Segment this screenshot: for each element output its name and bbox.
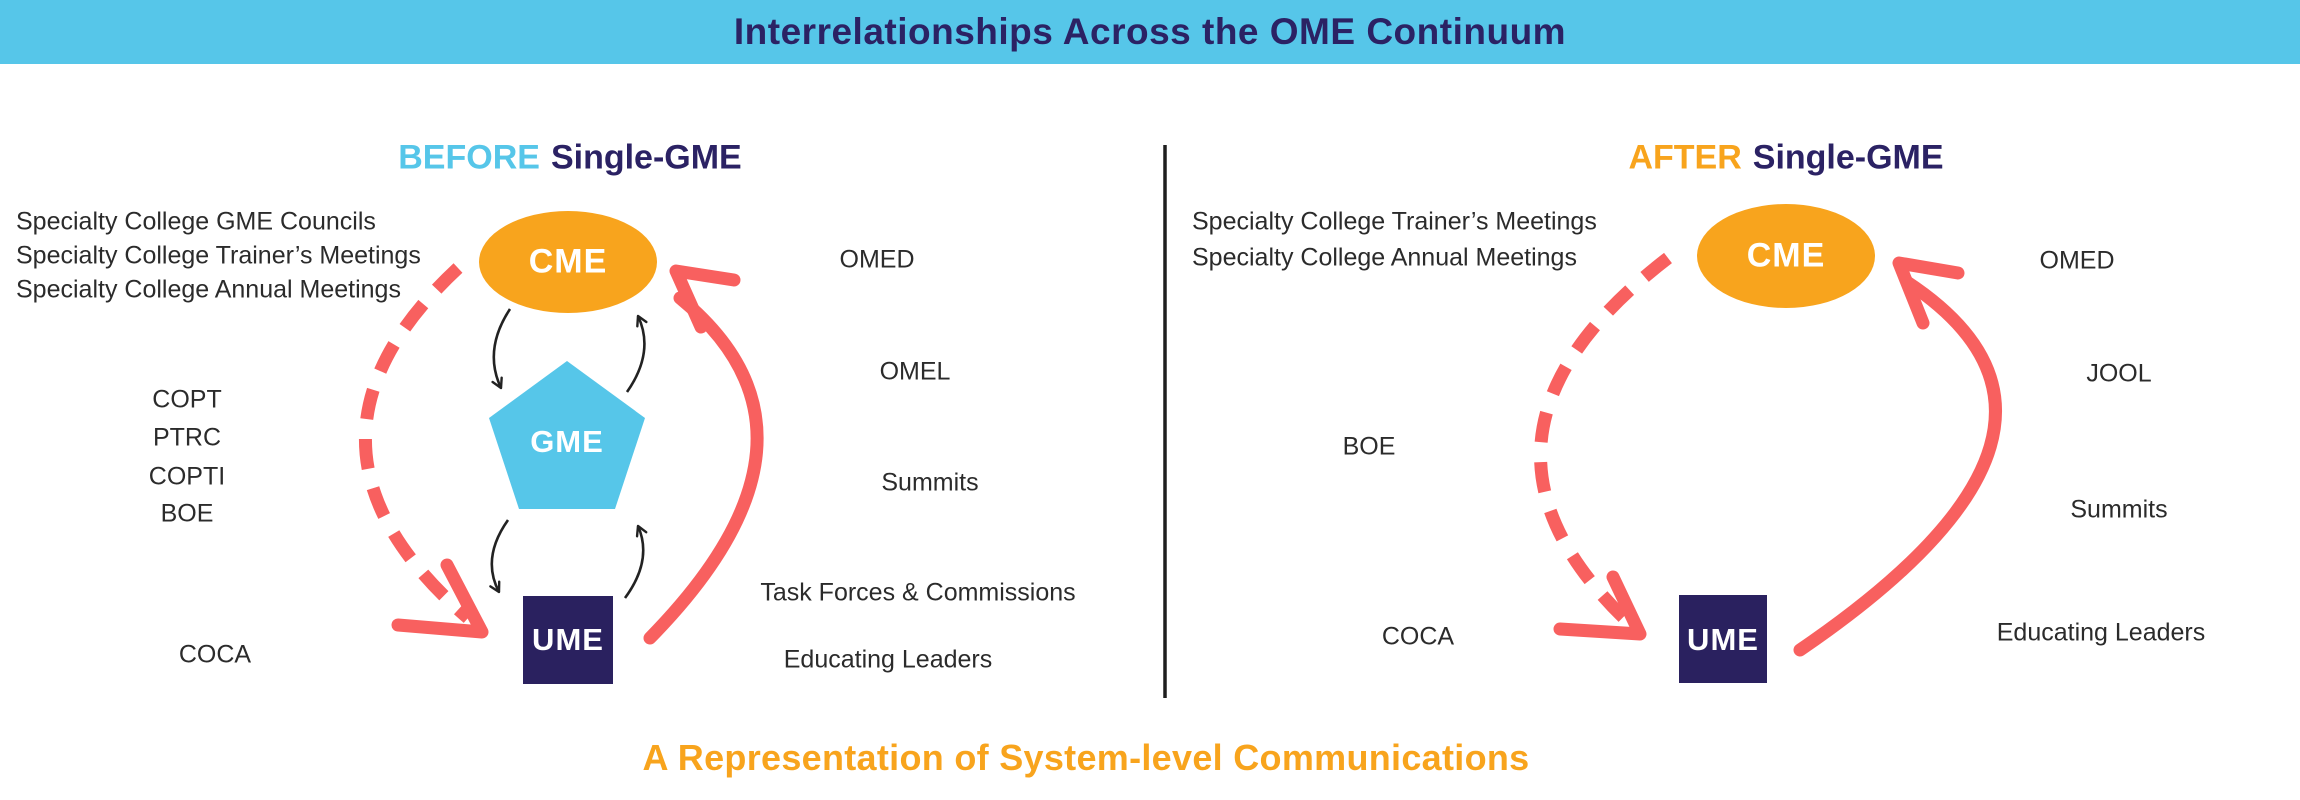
label-specialty-gme-councils: Specialty College GME Councils bbox=[16, 207, 376, 236]
after-label-omed: OMED bbox=[2039, 246, 2115, 275]
ume-gme-up-arrow bbox=[623, 524, 648, 599]
before-ume-label: UME bbox=[532, 622, 604, 657]
after-label-coca: COCA bbox=[1381, 622, 1455, 651]
after-dashed-arrowhead bbox=[1553, 570, 1647, 641]
label-ptrc: PTRC bbox=[152, 423, 222, 452]
after-label-specialty-trainers-meetings: Specialty College Trainer’s Meetings bbox=[1192, 207, 1597, 236]
after-solid-arrowhead bbox=[1892, 256, 1965, 330]
label-copt: COPT bbox=[152, 385, 222, 414]
after-title-highlight: AFTER bbox=[1628, 138, 1742, 177]
after-label-educating-leaders: Educating Leaders bbox=[1996, 618, 2206, 647]
label-omed: OMED bbox=[839, 245, 915, 274]
gme-ume-down-arrow bbox=[489, 519, 510, 594]
after-label-specialty-annual-meetings: Specialty College Annual Meetings bbox=[1192, 243, 1577, 272]
gme-cme-up-arrow bbox=[625, 314, 648, 393]
before-dashed-arrow bbox=[359, 263, 473, 623]
label-copti: COPTI bbox=[148, 462, 226, 491]
label-specialty-trainers-meetings: Specialty College Trainer’s Meetings bbox=[16, 241, 421, 270]
before-panel-title: BEFORE Single-GME bbox=[398, 139, 741, 178]
header-band: Interrelationships Across the OME Contin… bbox=[0, 0, 2300, 64]
after-label-summits: Summits bbox=[2070, 495, 2168, 524]
after-dashed-arrow bbox=[1534, 252, 1672, 627]
before-gme-pentagon bbox=[489, 361, 645, 509]
label-task-forces-commissions: Task Forces & Commissions bbox=[760, 578, 1076, 607]
label-omel: OMEL bbox=[879, 357, 951, 386]
label-boe: BOE bbox=[160, 499, 214, 528]
before-cme-label: CME bbox=[528, 242, 608, 281]
before-ume-square bbox=[523, 596, 613, 684]
label-educating-leaders: Educating Leaders bbox=[783, 645, 993, 674]
after-panel-title: AFTER Single-GME bbox=[1628, 139, 1943, 178]
after-cme-label: CME bbox=[1746, 236, 1826, 275]
after-ume-label: UME bbox=[1687, 622, 1759, 657]
bottom-caption: A Representation of System-level Communi… bbox=[642, 737, 1530, 778]
before-dashed-arrowhead bbox=[391, 558, 489, 639]
before-cme-ellipse bbox=[479, 211, 657, 313]
page-title: Interrelationships Across the OME Contin… bbox=[733, 11, 1567, 52]
before-title-rest: Single-GME bbox=[550, 138, 742, 177]
after-ume-square bbox=[1679, 595, 1767, 683]
after-solid-arrow bbox=[1793, 275, 2002, 657]
after-label-jool: JOOL bbox=[2086, 359, 2152, 388]
cme-gme-down-arrow bbox=[491, 308, 512, 390]
after-cme-ellipse bbox=[1697, 204, 1875, 308]
label-specialty-annual-meetings: Specialty College Annual Meetings bbox=[16, 275, 401, 304]
before-solid-arrow bbox=[643, 291, 764, 645]
after-title-rest: Single-GME bbox=[1752, 138, 1944, 177]
before-solid-arrowhead bbox=[669, 264, 741, 334]
before-gme-label: GME bbox=[530, 424, 604, 459]
label-coca: COCA bbox=[178, 640, 252, 669]
after-label-boe: BOE bbox=[1342, 432, 1396, 461]
before-title-highlight: BEFORE bbox=[398, 138, 540, 177]
label-summits: Summits bbox=[881, 468, 979, 497]
